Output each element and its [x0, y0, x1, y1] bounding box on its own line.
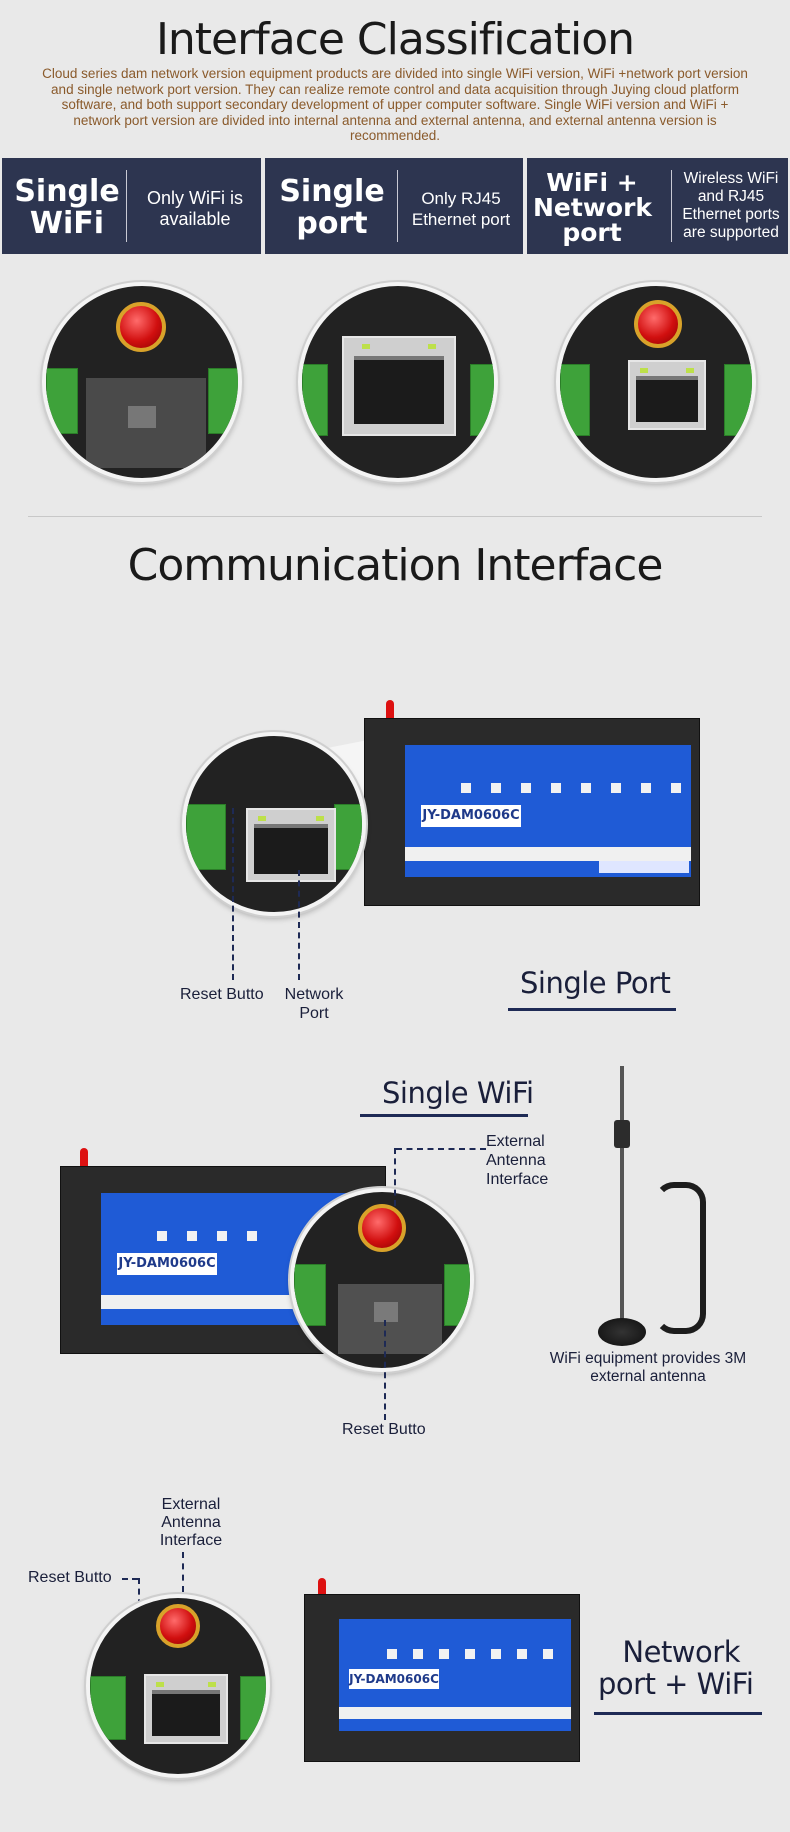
combo-closeup — [556, 282, 756, 482]
class-name-line1: WiFi + — [546, 168, 638, 197]
terminal-block — [208, 368, 238, 434]
heading-underline — [360, 1114, 528, 1117]
class-card-single-wifi: Single WiFi Only WiFi is available — [2, 158, 261, 254]
reset-leader-line — [384, 1320, 386, 1420]
terminal-block — [240, 1676, 266, 1740]
combo-heading-line2: port + WiFi — [598, 1667, 754, 1701]
rj45-port-icon — [246, 808, 336, 882]
terminal-block — [470, 364, 494, 436]
antenna-caption: WiFi equipment provides 3M external ante… — [549, 1350, 747, 1385]
model-label: JY-DAM0606C — [349, 1669, 439, 1689]
antenna-icon — [358, 1204, 406, 1252]
heading-underline — [508, 1008, 676, 1011]
terminal-block — [46, 368, 78, 434]
terminal-block — [334, 804, 362, 870]
single-wifi-closeup — [42, 282, 242, 482]
single-wifi-zoom — [290, 1188, 474, 1372]
combo-heading-line1: Network — [622, 1635, 740, 1669]
antenna-leader-line-h — [396, 1148, 486, 1150]
antenna-icon — [116, 302, 166, 352]
card-divider — [671, 170, 672, 242]
device-combo: JY-DAM0606C — [304, 1594, 580, 1762]
single-port-heading: Single Port — [520, 966, 671, 1000]
terminal-numbers — [599, 861, 689, 873]
class-desc: Only WiFi is available — [147, 188, 243, 229]
terminal-block — [560, 364, 590, 436]
combo-heading: Network — [620, 1636, 740, 1668]
network-port-label: Network Port — [284, 986, 344, 1022]
class-name-line2: Network port — [533, 193, 653, 247]
antenna-icon — [156, 1604, 200, 1648]
class-name-line2: port — [296, 206, 368, 241]
class-name-line1: Single — [279, 174, 385, 209]
antenna-icon — [634, 300, 682, 348]
communication-interface-title: Communication Interface — [127, 540, 664, 591]
bottom-strip — [405, 847, 691, 861]
reset-button-label: Reset Butto — [342, 1421, 426, 1438]
card-divider — [397, 170, 398, 242]
single-port-zoom — [182, 732, 366, 916]
interface-classification-title: Interface Classification — [155, 14, 635, 65]
reset-button-label: Reset Butto — [180, 986, 264, 1003]
external-antenna-icon — [620, 1066, 624, 1328]
rj45-port-icon — [144, 1674, 228, 1744]
terminal-block — [444, 1264, 470, 1326]
network-leader-line — [298, 870, 300, 980]
single-wifi-heading: Single WiFi — [382, 1076, 534, 1110]
device-single-port: JY-DAM0606C — [364, 718, 700, 906]
class-desc: Wireless WiFi and RJ45 Ethernet ports ar… — [682, 170, 780, 241]
antenna-cable — [654, 1182, 706, 1334]
antenna-leader-line-v — [394, 1148, 396, 1206]
class-card-single-port: Single port Only RJ45 Ethernet port — [265, 158, 523, 254]
reset-button — [374, 1302, 398, 1322]
antenna-stub — [80, 1148, 88, 1170]
rj45-port-icon — [342, 336, 456, 436]
reset-leader-line — [232, 808, 234, 980]
antenna-stub — [318, 1578, 326, 1598]
antenna-leader-line — [182, 1552, 184, 1592]
reset-button — [128, 406, 156, 428]
antenna-base — [598, 1318, 646, 1346]
class-name-line2: WiFi — [29, 206, 105, 241]
terminal-block — [186, 804, 226, 870]
class-name-line1: Single — [14, 174, 120, 209]
bottom-strip — [339, 1707, 571, 1719]
antenna-stub — [386, 700, 394, 724]
rj45-port-icon — [628, 360, 706, 430]
terminal-block — [90, 1676, 126, 1740]
intro-paragraph: Cloud series dam network version equipme… — [42, 66, 748, 143]
combo-zoom — [86, 1594, 270, 1778]
terminal-block — [294, 1264, 326, 1326]
heading-underline — [594, 1712, 762, 1715]
divider — [28, 516, 762, 517]
reset-leader-line-h — [122, 1578, 138, 1580]
terminal-block — [724, 364, 752, 436]
card-divider — [126, 170, 127, 242]
model-label: JY-DAM0606C — [117, 1253, 217, 1275]
class-desc: Only RJ45 Ethernet port — [411, 189, 511, 229]
external-antenna-label: External Antenna Interface — [159, 1496, 223, 1549]
antenna-coil — [614, 1120, 630, 1148]
external-antenna-label: External Antenna Interface — [486, 1133, 549, 1188]
single-port-closeup — [298, 282, 498, 482]
class-card-wifi-network-port: WiFi + Network port Wireless WiFi and RJ… — [527, 158, 788, 254]
model-label: JY-DAM0606C — [421, 805, 521, 827]
terminal-block — [302, 364, 328, 436]
reset-button-label: Reset Butto — [28, 1569, 112, 1586]
